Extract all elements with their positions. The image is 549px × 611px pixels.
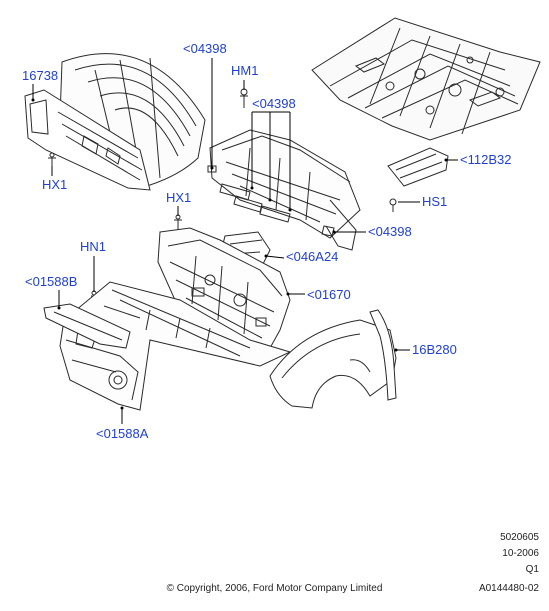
drawing-revision: Q1 — [525, 564, 539, 575]
drawing-code: 5020605 — [500, 532, 539, 543]
fender-drawing — [269, 319, 397, 409]
leader-lines — [32, 58, 458, 424]
callout-04398-top[interactable]: <04398 — [183, 41, 227, 56]
fastener-hm1-drawing — [240, 88, 248, 108]
callout-01670[interactable]: <01670 — [307, 287, 351, 302]
callout-hs1[interactable]: HS1 — [422, 194, 448, 209]
copyright-notice: © Copyright, 2006, Ford Motor Company Li… — [166, 583, 383, 594]
callout-hn1[interactable]: HN1 — [80, 239, 107, 254]
drawing-date: 10-2006 — [502, 548, 539, 559]
shield-112b32-drawing — [387, 147, 449, 187]
insulator-16738-drawing — [24, 89, 151, 191]
callout-16738[interactable]: 16738 — [22, 68, 59, 83]
cowl-panel-drawing — [207, 129, 361, 251]
floor-pan-drawing — [311, 17, 541, 141]
fastener-hx1-left-drawing — [48, 152, 56, 166]
leader-046a24 — [265, 255, 285, 259]
callout-046a24[interactable]: <046A24 — [286, 249, 339, 264]
leader-04398-mid — [251, 111, 291, 210]
callout-01588a[interactable]: <01588A — [96, 426, 149, 441]
seal-16b280-drawing — [369, 309, 397, 401]
callout-112b32[interactable]: <112B32 — [460, 152, 512, 167]
callout-04398-mid[interactable]: <04398 — [252, 96, 296, 111]
insulator-strips-04398-drawing — [219, 183, 335, 237]
leader-dots — [31, 98, 448, 410]
callout-hm1[interactable]: HM1 — [231, 63, 259, 78]
dash-insulator-01670-drawing — [157, 227, 291, 349]
callout-04398-right[interactable]: <04398 — [368, 224, 412, 239]
dash-panel-01588a-drawing — [59, 281, 292, 411]
callout-hx1-left[interactable]: HX1 — [42, 177, 68, 192]
callout-hx1-mid[interactable]: HX1 — [166, 190, 192, 205]
fastener-hs1-drawing — [389, 198, 397, 212]
fastener-hx1-mid-drawing — [174, 214, 182, 230]
drawing-reference: A0144480-02 — [478, 583, 539, 594]
strip-01588b-drawing — [43, 303, 131, 349]
callout-16b280[interactable]: 16B280 — [412, 342, 457, 357]
callout-01588b[interactable]: <01588B — [25, 274, 78, 289]
